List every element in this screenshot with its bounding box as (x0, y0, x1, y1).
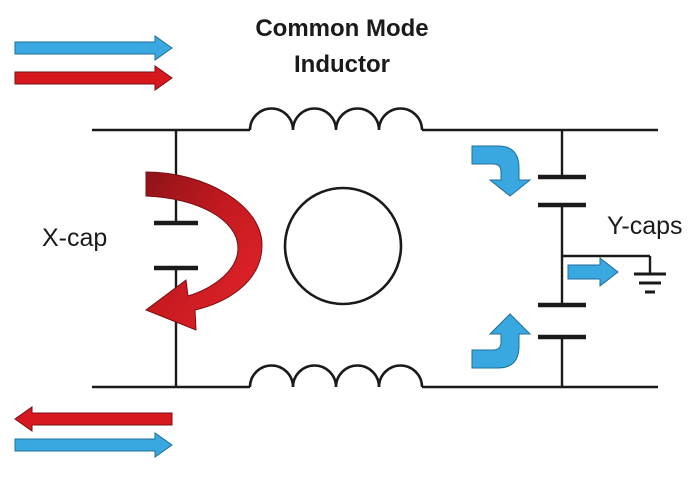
top-inductor-coil (248, 107, 424, 131)
blue-arrow-bottom-left (14, 432, 173, 458)
blue-arrow-top-curve (471, 145, 532, 197)
blue-arrow-bottom-curve (471, 313, 532, 369)
diagram-title-line-2: Inductor (294, 51, 390, 78)
diagram-title-line-1: Common Mode (255, 15, 428, 42)
red-arrow-bottom-left (14, 406, 173, 432)
blue-arrow-top-left (14, 35, 173, 61)
bottom-left-current-arrows (14, 406, 173, 458)
inductor-core-circle (283, 186, 403, 306)
red-arrow-top-left (14, 65, 173, 91)
x-cap-label: X-cap (42, 224, 107, 252)
y-caps-label: Y-caps (607, 212, 683, 240)
red-differential-mode-arrow (144, 171, 263, 331)
bottom-inductor-coil (248, 364, 424, 388)
y-capacitors (538, 130, 652, 387)
x-capacitor (154, 130, 198, 387)
top-left-current-arrows (14, 35, 173, 91)
bottom-conductor (92, 364, 658, 389)
blue-arrow-to-ground (567, 256, 619, 288)
ground-symbol-icon (634, 272, 666, 294)
top-conductor (92, 107, 658, 132)
